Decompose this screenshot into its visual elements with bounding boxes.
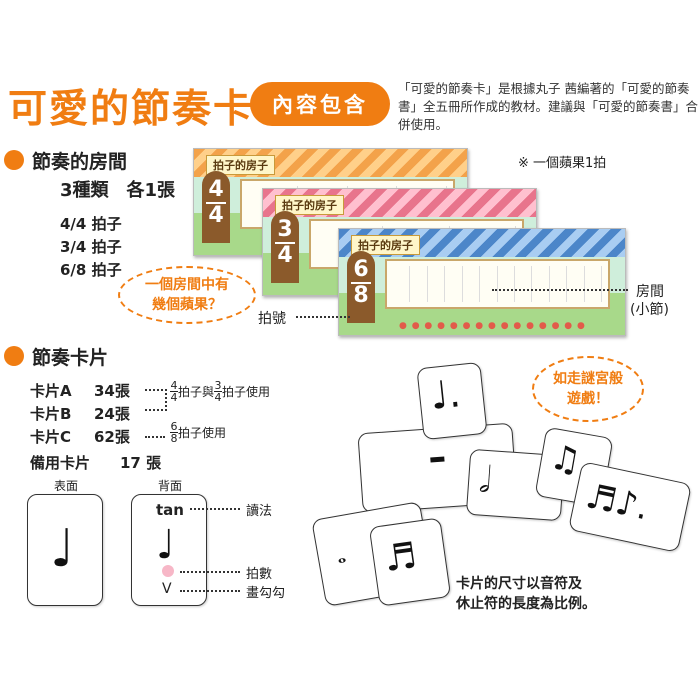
- meter-item: 3/4 拍子: [60, 238, 122, 256]
- room-sub-label: (小節): [630, 302, 669, 318]
- reading-label: 讀法: [246, 504, 273, 519]
- card-row-name: 卡片B: [30, 405, 72, 423]
- check-label: 畫勾勾: [246, 586, 286, 601]
- rhythm-card-medium: ♬♪.: [567, 461, 693, 553]
- door: [347, 251, 375, 323]
- card-row-count: 34張: [94, 382, 130, 400]
- leader-line: [180, 571, 240, 573]
- rooms-summary: 3種類 各1張: [60, 180, 176, 201]
- section-bullet-icon: [4, 346, 24, 366]
- rhythm-card-small: ♬: [368, 517, 452, 607]
- meter-item: 6/8 拍子: [60, 261, 122, 279]
- maze-bubble: 如走謎宮般 遊戲！: [532, 356, 644, 422]
- spare-cards-name: 備用卡片: [30, 454, 91, 472]
- apple-icon: [162, 565, 174, 577]
- card-row-name: 卡片C: [30, 428, 72, 446]
- time-sig-label: 拍號: [258, 311, 286, 327]
- leader-line: [492, 289, 628, 291]
- whole-note-icon: 𝅝: [334, 542, 348, 570]
- measure-panel: [385, 259, 610, 309]
- bracket: [145, 389, 167, 411]
- question-bubble: 一個房間中有 幾個蘋果？: [118, 266, 256, 324]
- room-banner: 拍子的房子: [275, 195, 344, 215]
- cards-section-title: 節奏卡片: [32, 347, 109, 369]
- rooms-section-title: 節奏的房間: [32, 151, 128, 173]
- dotted-note-icon: ♩.: [428, 371, 463, 419]
- apple-note: ※ 一個蘋果1拍: [518, 156, 607, 171]
- card-row-count: 24張: [94, 405, 130, 423]
- intro-text: 「可愛的節奏卡」是根據丸子 茜編著的「可愛的節奏書」全五冊所作成的教材。建議與「…: [398, 81, 699, 132]
- half-note-icon: 𝅗𝅥: [477, 459, 493, 502]
- check-mark: V: [162, 581, 172, 597]
- card-row-count: 62張: [94, 428, 130, 446]
- door: [202, 171, 230, 243]
- spare-cards-count: 17 張: [120, 454, 162, 472]
- contents-badge: 內容包含: [250, 82, 390, 126]
- quarter-note-icon: ♩: [156, 522, 175, 568]
- section-bullet-icon: [4, 150, 24, 170]
- page-title: 可愛的節奏卡: [8, 87, 255, 132]
- leader-line: [145, 436, 165, 438]
- front-label: 表面: [54, 479, 79, 493]
- apple-row-icon: ● ● ● ● ● ● ● ● ● ● ● ● ● ● ●: [399, 321, 586, 331]
- room-banner: 拍子的房子: [351, 235, 420, 255]
- card-back: tan ♩ V: [131, 494, 207, 606]
- card-row-name: 卡片A: [30, 382, 72, 400]
- sixteenth-notes-icon: ♬♪.: [582, 476, 653, 529]
- sixteenth-notes-icon: ♬: [381, 535, 420, 581]
- rest-icon: [430, 456, 445, 463]
- card-back-word: tan: [156, 501, 184, 519]
- leader-line: [180, 590, 240, 592]
- quarter-note-icon: ♩: [50, 519, 75, 579]
- meter-item: 4/4 拍子: [60, 215, 122, 233]
- back-label: 背面: [158, 479, 183, 493]
- card-front: ♩: [27, 494, 103, 606]
- room-banner: 拍子的房子: [206, 155, 275, 175]
- room-label: 房間: [636, 284, 664, 300]
- leader-line: [190, 508, 240, 510]
- rhythm-card-small: ♩.: [416, 361, 488, 441]
- beat-count-label: 拍數: [246, 567, 273, 582]
- size-note: 卡片的尺寸以音符及 休止符的長度為比例。: [456, 576, 596, 612]
- door: [271, 211, 299, 283]
- leader-line: [296, 316, 350, 318]
